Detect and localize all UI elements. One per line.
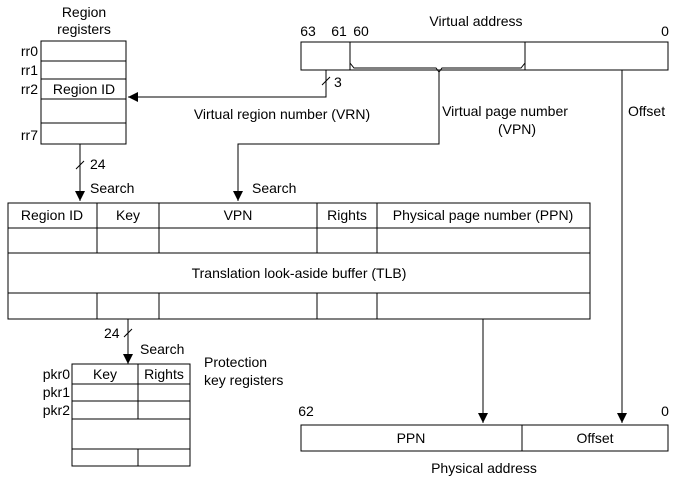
physical-address: 62 0 PPN Offset Physical address — [298, 403, 669, 476]
bit-0-label: 0 — [661, 23, 669, 39]
pkr-title-1: Protection — [204, 354, 267, 370]
bit-60-label: 60 — [353, 23, 369, 39]
virtual-address: Virtual address 63 61 60 0 — [300, 13, 669, 73]
physical-address-title: Physical address — [431, 460, 537, 476]
rr1-label: rr1 — [21, 62, 38, 78]
bit-62-label: 62 — [298, 403, 314, 419]
key-search-bits: 24 — [104, 325, 120, 341]
pkr-title-2: key registers — [204, 372, 283, 388]
virtual-address-title: Virtual address — [429, 13, 522, 29]
tlb-box — [7, 202, 591, 320]
region-search-label: Search — [90, 180, 134, 196]
vrn-label: Virtual region number (VRN) — [194, 106, 370, 122]
vrn-bit-slash — [321, 76, 331, 86]
offset-label: Offset — [628, 103, 665, 119]
pkr-header-key: Key — [93, 366, 117, 382]
vrn-arrow — [128, 70, 327, 102]
vpn-search-label: Search — [252, 180, 296, 196]
pkr2-label: pkr2 — [43, 402, 70, 418]
pkr0-label: pkr0 — [43, 366, 70, 382]
physical-offset: Offset — [576, 430, 613, 446]
physical-address-box — [300, 424, 669, 452]
tlb-header-rights: Rights — [327, 207, 367, 223]
virtual-address-box — [300, 41, 669, 71]
region-bit-slash — [75, 160, 85, 170]
rr2-label: rr2 — [21, 81, 38, 97]
rr7-label: rr7 — [21, 127, 38, 143]
vpn-label-2: (VPN) — [498, 121, 536, 137]
physical-ppn: PPN — [397, 430, 426, 446]
tlb: Region ID Key VPN Rights Physical page n… — [7, 202, 591, 320]
region-registers: Region registers rr0 rr1 rr2 rr7 Region … — [21, 4, 127, 145]
vpn-arrow — [233, 72, 440, 201]
tlb-header-ppn: Physical page number (PPN) — [393, 207, 574, 223]
rr0-label: rr0 — [21, 43, 38, 59]
region-registers-title-2: registers — [57, 21, 111, 37]
rr2-region-id: Region ID — [53, 81, 115, 97]
bit-63-label: 63 — [300, 23, 316, 39]
tlb-header-region-id: Region ID — [21, 207, 83, 223]
vpn-label-1: Virtual page number — [442, 103, 568, 119]
region-registers-title-1: Region — [62, 4, 106, 20]
tlb-header-vpn: VPN — [224, 207, 253, 223]
region-search-bits: 24 — [90, 156, 106, 172]
pkr1-label: pkr1 — [43, 384, 70, 400]
pkr-header-rights: Rights — [144, 366, 184, 382]
tlb-title: Translation look-aside buffer (TLB) — [192, 265, 407, 281]
key-bit-slash — [123, 328, 133, 338]
tlb-header-key: Key — [116, 207, 140, 223]
region-registers-box — [40, 40, 127, 145]
bit-61-label: 61 — [331, 23, 347, 39]
phys-bit-0-label: 0 — [661, 403, 669, 419]
key-search-label: Search — [140, 341, 184, 357]
protection-key-registers: Key Rights pkr0 pkr1 pkr2 Protection key… — [43, 354, 283, 467]
vrn-bits-label: 3 — [334, 74, 342, 90]
